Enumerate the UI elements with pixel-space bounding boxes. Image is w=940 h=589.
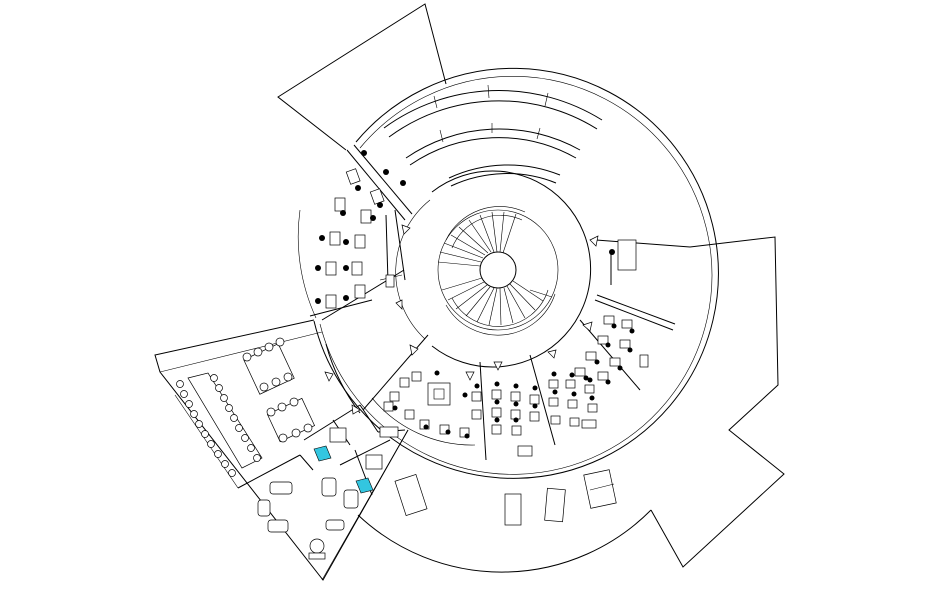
outer-wall [297,67,719,573]
exterior-wings [154,3,785,581]
fixture-basin-1 [313,445,332,462]
office-workstations-west [315,150,406,309]
lower-curved-wall [357,509,652,573]
square-table [427,382,451,406]
wing-right [650,236,785,568]
office-workstations-east [574,239,649,385]
stair-core [479,251,517,289]
curved-seating-rows [383,84,603,187]
long-table-chairs [176,374,261,477]
lounge-seating [257,477,359,560]
central-core [395,170,592,368]
long-table [187,372,263,469]
conference-room [176,337,316,477]
wing-top-left [277,3,447,151]
washroom-fixtures [313,426,399,494]
classroom-seating-south [371,370,598,457]
inner-ring [431,170,592,368]
fixture-basin-2 [355,477,374,494]
door-markers [324,224,599,415]
outer-wall-arc [313,67,719,479]
spiral-staircase [437,206,556,336]
exterior-objects [394,469,617,526]
